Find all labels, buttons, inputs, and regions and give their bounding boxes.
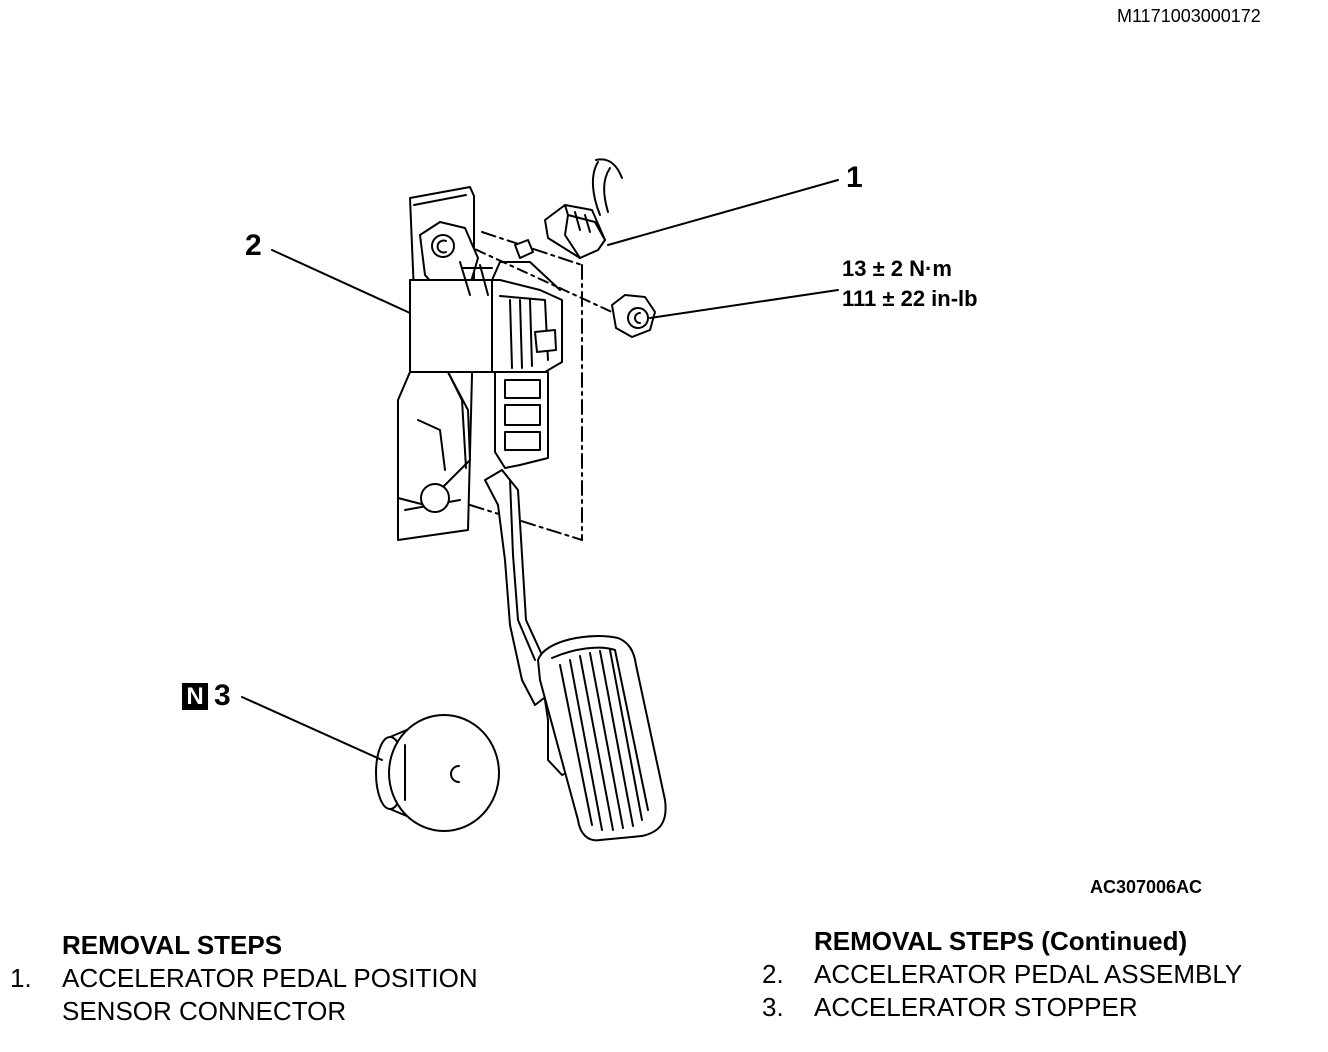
accelerator-stopper xyxy=(375,714,500,832)
callout-3: 3 xyxy=(214,679,231,712)
figure-id: AC307006AC xyxy=(1090,877,1203,897)
step-text: ACCELERATOR PEDAL POSITION xyxy=(62,963,478,993)
step-text: ACCELERATOR PEDAL ASSEMBLY xyxy=(814,959,1243,989)
removal-steps-right: REMOVAL STEPS (Continued) 2. ACCELERATOR… xyxy=(762,925,1242,1024)
document-id: M1171003000172 xyxy=(1117,6,1261,26)
removal-step-3: 3. ACCELERATOR STOPPER xyxy=(762,991,1242,1024)
step-number: 2. xyxy=(762,959,784,989)
leader-line-1 xyxy=(607,179,839,246)
callout-2: 2 xyxy=(245,229,262,262)
removal-steps-continued-heading: REMOVAL STEPS (Continued) xyxy=(814,926,1188,956)
step-number: 1. xyxy=(10,963,32,993)
removal-step-1-continued: SENSOR CONNECTOR xyxy=(10,995,478,1028)
leader-line-2 xyxy=(271,249,411,314)
step-text: ACCELERATOR STOPPER xyxy=(814,992,1138,1022)
mounting-nut xyxy=(611,294,656,338)
torque-metric: 13 ± 2 N·m xyxy=(842,256,952,281)
torque-imperial: 111 ± 22 in-lb xyxy=(842,286,978,311)
mounting-plane xyxy=(454,231,613,541)
step-number: 3. xyxy=(762,992,784,1022)
removal-steps-heading: REMOVAL STEPS xyxy=(62,930,283,960)
removal-step-1: 1. ACCELERATOR PEDAL POSITION xyxy=(10,962,478,995)
callout-1: 1 xyxy=(846,161,863,194)
step-text: SENSOR CONNECTOR xyxy=(62,996,347,1026)
leader-line-torque xyxy=(649,289,839,319)
accelerator-pedal-assembly xyxy=(397,186,667,842)
non-reusable-part-badge: N xyxy=(182,683,208,710)
removal-steps-left: REMOVAL STEPS 1. ACCELERATOR PEDAL POSIT… xyxy=(10,929,478,1028)
sensor-connector xyxy=(544,158,623,259)
leader-line-3 xyxy=(241,696,383,761)
leader-lines xyxy=(241,179,839,761)
removal-step-2: 2. ACCELERATOR PEDAL ASSEMBLY xyxy=(762,958,1242,991)
